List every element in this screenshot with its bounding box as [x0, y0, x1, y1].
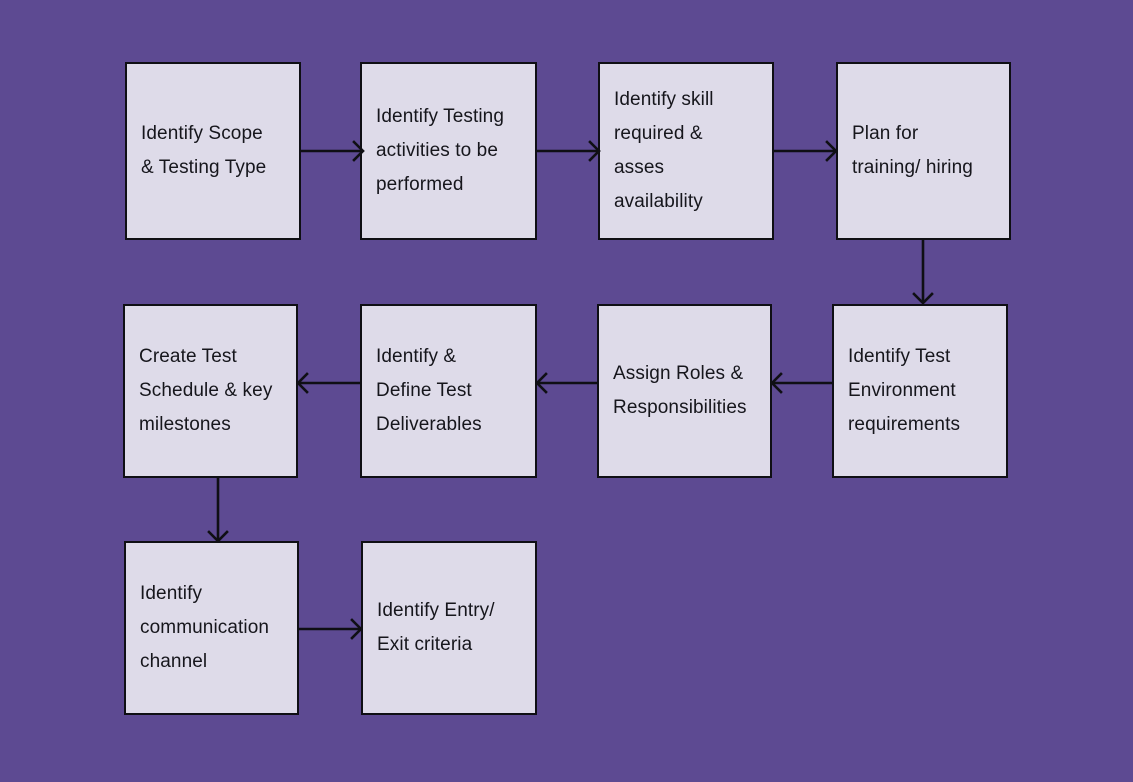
flow-node-label: Identify Test Environment requirements	[848, 346, 961, 435]
flow-node-identify-testing-activities[interactable]: Identify Testing activities to be perfor…	[360, 62, 537, 240]
flow-node-assign-roles-responsibilities[interactable]: Assign Roles & Responsibilities	[597, 304, 772, 478]
flow-node-label: Identify Scope & Testing Type	[141, 123, 267, 178]
flow-arrow-activities-to-skill	[537, 140, 601, 162]
flow-node-create-test-schedule[interactable]: Create Test Schedule & key milestones	[123, 304, 298, 478]
flow-node-identify-communication-channel[interactable]: Identify communication channel	[124, 541, 299, 715]
flow-node-identify-scope-testing-type[interactable]: Identify Scope & Testing Type	[125, 62, 301, 240]
flow-node-label: Identify & Define Test Deliverables	[376, 346, 482, 435]
flow-node-label: Identify communication channel	[140, 583, 270, 672]
flow-node-label: Identify skill required & asses availabi…	[614, 89, 714, 212]
flow-node-label: Identify Entry/ Exit criteria	[377, 600, 495, 655]
flow-arrow-deliverables-to-schedule	[296, 372, 360, 394]
flow-arrow-scope-to-activities	[301, 140, 365, 162]
flow-node-identify-define-test-deliverables[interactable]: Identify & Define Test Deliverables	[360, 304, 537, 478]
flow-arrow-plan-to-environment	[912, 240, 934, 305]
flow-node-label: Assign Roles & Responsibilities	[613, 363, 747, 418]
flow-node-label: Create Test Schedule & key milestones	[139, 346, 273, 435]
flow-arrow-schedule-to-communication	[207, 478, 229, 543]
flow-node-identify-skill-required[interactable]: Identify skill required & asses availabi…	[598, 62, 774, 240]
flow-node-label: Identify Testing activities to be perfor…	[376, 106, 504, 195]
flow-node-identify-entry-exit-criteria[interactable]: Identify Entry/ Exit criteria	[361, 541, 537, 715]
flow-arrow-communication-to-entry-exit	[299, 618, 363, 640]
flow-node-plan-for-training-hiring[interactable]: Plan for training/ hiring	[836, 62, 1011, 240]
flow-arrow-environment-to-roles	[770, 372, 832, 394]
flow-arrow-roles-to-deliverables	[535, 372, 597, 394]
flow-node-identify-test-environment-requirements[interactable]: Identify Test Environment requirements	[832, 304, 1008, 478]
flow-node-label: Plan for training/ hiring	[852, 123, 973, 178]
flow-arrow-skill-to-plan	[774, 140, 838, 162]
